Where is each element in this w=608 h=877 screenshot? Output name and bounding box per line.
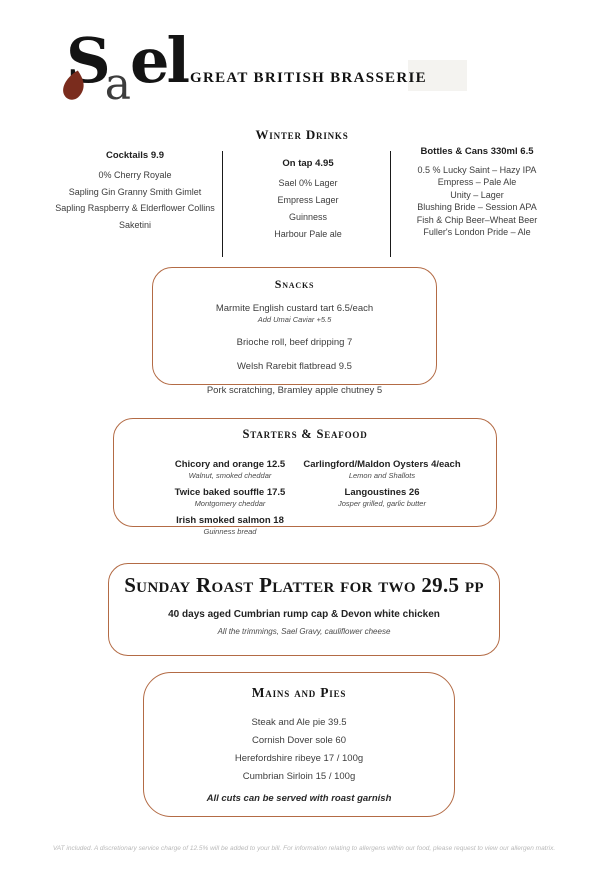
column-divider: [222, 151, 223, 257]
cocktails-column: Cocktails 9.9 0% Cherry Royale Sapling G…: [18, 150, 252, 233]
menu-item: Welsh Rarebit flatbread 9.5: [237, 361, 352, 372]
logo-letters-el: el: [130, 24, 190, 97]
tagline-highlight: [408, 60, 467, 91]
starters-seafood-section: Starters & Seafood Chicory and orange 12…: [113, 418, 497, 536]
menu-item: Langoustines 26: [344, 487, 420, 498]
menu-item: Carlingford/Maldon Oysters 4/each: [303, 459, 461, 470]
winter-drinks-title: Winter Drinks: [255, 127, 349, 142]
sunday-roast-section: Sunday Roast Platter for two 29.5 pp 40 …: [108, 563, 500, 656]
starters-title: Starters & Seafood: [242, 427, 368, 441]
menu-item: 0% Cherry Royale: [98, 170, 172, 180]
menu-item: Unity – Lager: [450, 189, 504, 200]
logo-letter-a: a: [104, 59, 132, 110]
bottles-cans-header: Bottles & Cans 330ml 6.5: [420, 146, 534, 157]
menu-item: Fish & Chip Beer–Wheat Beer: [416, 214, 538, 225]
menu-item: Sapling Raspberry & Elderflower Collins: [55, 203, 215, 213]
mains-pies-section: Mains and Pies Steak and Ale pie 39.5 Co…: [143, 672, 455, 817]
menu-item: Cornish Dover sole 60: [252, 735, 346, 746]
brand-logo: Sael: [63, 30, 190, 116]
menu-item: Empress – Pale Ale: [437, 177, 517, 188]
brand-tagline: GREAT BRITISH BRASSERIE: [190, 70, 427, 86]
logo-leaf-icon: [63, 70, 84, 100]
menu-item-note: Lemon and Shallots: [348, 471, 416, 480]
menu-item: Empress Lager: [277, 195, 339, 205]
starters-left-column: Chicory and orange 12.5 Walnut, smoked c…: [130, 459, 330, 543]
starters-right-column: Carlingford/Maldon Oysters 4/each Lemon …: [282, 459, 482, 515]
menu-item: Irish smoked salmon 18: [176, 515, 284, 526]
menu-item: Brioche roll, beef dripping 7: [236, 337, 353, 348]
menu-item-note: Add Umai Caviar +5.5: [257, 315, 332, 324]
menu-item: Twice baked souffle 17.5: [174, 487, 286, 498]
snacks-section: Snacks Marmite English custard tart 6.5/…: [152, 267, 437, 396]
on-tap-column: On tap 4.95 Sael 0% Lager Empress Lager …: [233, 158, 383, 243]
snacks-title: Snacks: [274, 277, 315, 291]
footer-disclaimer: VAT included. A discretionary service ch…: [52, 845, 556, 852]
on-tap-header: On tap 4.95: [282, 158, 334, 169]
menu-item-note: Guinness bread: [203, 527, 257, 536]
menu-item: Marmite English custard tart 6.5/each: [215, 303, 374, 314]
menu-item: Saketini: [118, 219, 152, 230]
menu-item-note: Montgomery cheddar: [194, 499, 266, 508]
sunday-roast-description: 40 days aged Cumbrian rump cap & Devon w…: [168, 609, 440, 620]
bottles-cans-column: Bottles & Cans 330ml 6.5 0.5 % Lucky Sai…: [393, 146, 561, 238]
menu-item: Guinness: [288, 212, 328, 222]
menu-item-note: Josper grilled, garlic butter: [338, 499, 426, 508]
menu-item: Sapling Gin Granny Smith Gimlet: [68, 186, 202, 197]
mains-footnote: All cuts can be served with roast garnis…: [206, 792, 392, 804]
sunday-roast-title: Sunday Roast Platter for two 29.5 pp: [124, 573, 484, 597]
menu-item: 0.5 % Lucky Saint – Hazy IPA: [417, 165, 537, 175]
menu-item: Pork scratching, Bramley apple chutney 5: [206, 385, 383, 396]
menu-item: Harbour Pale ale: [274, 229, 342, 239]
sunday-roast-note: All the trimmings, Sael Gravy, cauliflow…: [217, 627, 391, 636]
column-divider: [390, 151, 391, 257]
menu-item: Fuller's London Pride – Ale: [423, 227, 531, 238]
menu-item: Cumbrian Sirloin 15 / 100g: [242, 771, 356, 782]
menu-item: Chicory and orange 12.5: [174, 459, 286, 470]
mains-title: Mains and Pies: [251, 685, 347, 700]
menu-item: Herefordshire ribeye 17 / 100g: [234, 753, 364, 764]
menu-item: Steak and Ale pie 39.5: [251, 717, 347, 728]
menu-item: Blushing Bride – Session APA: [417, 202, 537, 213]
menu-item: Sael 0% Lager: [278, 178, 338, 188]
cocktails-header: Cocktails 9.9: [105, 150, 165, 161]
menu-item-note: Walnut, smoked cheddar: [188, 471, 272, 480]
